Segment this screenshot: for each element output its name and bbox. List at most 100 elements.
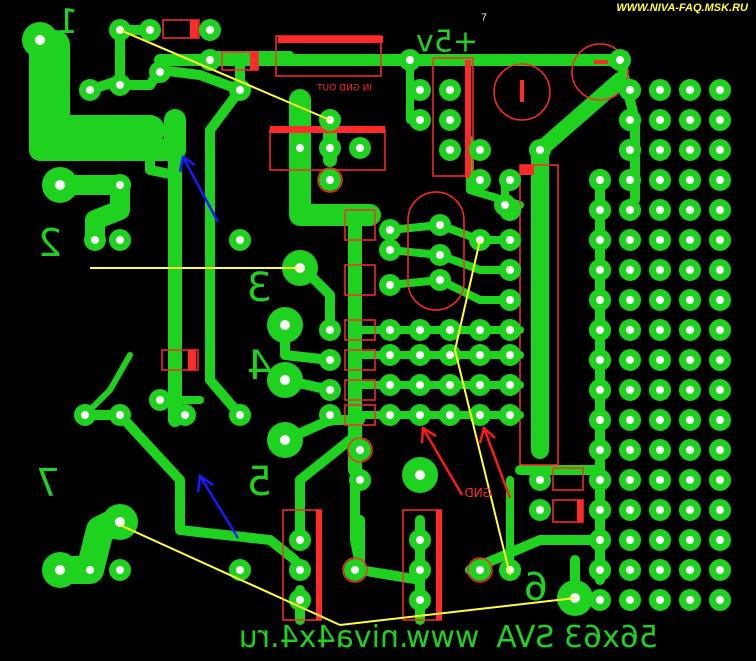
drill-hole [716, 386, 724, 394]
drill-hole [716, 476, 724, 484]
drill-hole [416, 351, 424, 359]
site-url: WWW.NIVA-FAQ.MSK.RU [616, 2, 749, 14]
drill-hole [716, 356, 724, 364]
drill-hole [656, 116, 664, 124]
drill-hole [626, 146, 634, 154]
drill-hole [656, 266, 664, 274]
red-arrow-left [420, 425, 464, 496]
drill-hole [476, 411, 484, 419]
drill-hole [686, 176, 694, 184]
drill-hole [626, 176, 634, 184]
drill-hole [686, 476, 694, 484]
drill-hole [686, 116, 694, 124]
drill-hole [476, 176, 484, 184]
drill-hole [116, 81, 124, 89]
drill-hole [476, 351, 484, 359]
drill-hole [476, 566, 484, 574]
drill-hole [716, 416, 724, 424]
drill-hole [686, 596, 694, 604]
drill-hole [716, 506, 724, 514]
pad-number-4: 4 [247, 343, 272, 389]
drill-hole [656, 206, 664, 214]
drill-hole [436, 276, 444, 284]
drill-hole [716, 176, 724, 184]
annotation-arrows [178, 154, 512, 539]
drill-hole [656, 536, 664, 544]
drill-hole [280, 320, 290, 330]
drill-hole [716, 86, 724, 94]
drill-hole [236, 86, 244, 94]
drill-hole [351, 566, 359, 574]
drill-hole [476, 381, 484, 389]
drill-hole [596, 506, 604, 514]
drill-hole [716, 266, 724, 274]
drill-hole [296, 596, 304, 604]
drill-hole [446, 116, 454, 124]
drill-hole [116, 566, 124, 574]
drill-hole [686, 146, 694, 154]
drill-hole [656, 86, 664, 94]
drill-hole [626, 566, 634, 574]
drill-hole [236, 236, 244, 244]
drill-hole [326, 356, 334, 364]
drill-hole [116, 236, 124, 244]
drill-hole [716, 566, 724, 574]
drill-hole [156, 68, 164, 76]
drill-hole [656, 176, 664, 184]
drill-hole [416, 326, 424, 334]
drill-hole [656, 146, 664, 154]
drill-hole [506, 266, 514, 274]
pad-number-2: 2 [38, 221, 62, 265]
jumper-wires [90, 29, 576, 626]
drill-hole [656, 476, 664, 484]
drill-hole [716, 236, 724, 244]
drill-hole [386, 246, 394, 254]
footer-code: 56x63 SVA [496, 620, 658, 655]
small-mark: 7 [481, 12, 487, 23]
drill-hole [81, 411, 89, 419]
drill-hole [506, 411, 514, 419]
drill-hole [416, 116, 424, 124]
drill-hole [626, 536, 634, 544]
blue-arrow-bottom [196, 473, 240, 539]
drill-hole [596, 566, 604, 574]
drill-hole [626, 446, 634, 454]
drill-hole [86, 86, 94, 94]
drill-hole [656, 446, 664, 454]
pad-number-3: 3 [247, 265, 272, 311]
drill-hole [596, 596, 604, 604]
drill-hole [280, 375, 290, 385]
drill-hole [86, 566, 94, 574]
drill-hole [536, 476, 544, 484]
drill-hole [686, 446, 694, 454]
supply-label: +5v [416, 25, 478, 60]
pad-number-7: 7 [36, 461, 60, 505]
drill-hole [656, 506, 664, 514]
drill-hole [506, 236, 514, 244]
blue-arrow-top [178, 154, 220, 223]
drill-hole [656, 386, 664, 394]
drill-hole [686, 506, 694, 514]
board-labels: 1 2 3 4 5 6 7 +5v 56x63 SVAwww.niva4x4.r… [36, 2, 658, 655]
drill-hole [626, 476, 634, 484]
drill-hole [35, 35, 45, 45]
drill-hole [416, 596, 424, 604]
drill-hole [206, 26, 214, 34]
drill-hole [116, 181, 124, 189]
drill-hole [596, 446, 604, 454]
drill-hole [356, 446, 364, 454]
drill-hole [296, 536, 304, 544]
drill-hole [386, 411, 394, 419]
drill-hole [626, 386, 634, 394]
drill-hole [506, 176, 514, 184]
pad-number-6: 6 [524, 565, 548, 609]
drill-hole [686, 356, 694, 364]
drill-hole [626, 206, 634, 214]
drill-hole [686, 566, 694, 574]
drill-hole [356, 144, 364, 152]
drill-hole [626, 266, 634, 274]
drill-hole [91, 236, 99, 244]
regulator-pin-label: IN GND OUT [317, 84, 372, 94]
drill-hole [626, 86, 634, 94]
